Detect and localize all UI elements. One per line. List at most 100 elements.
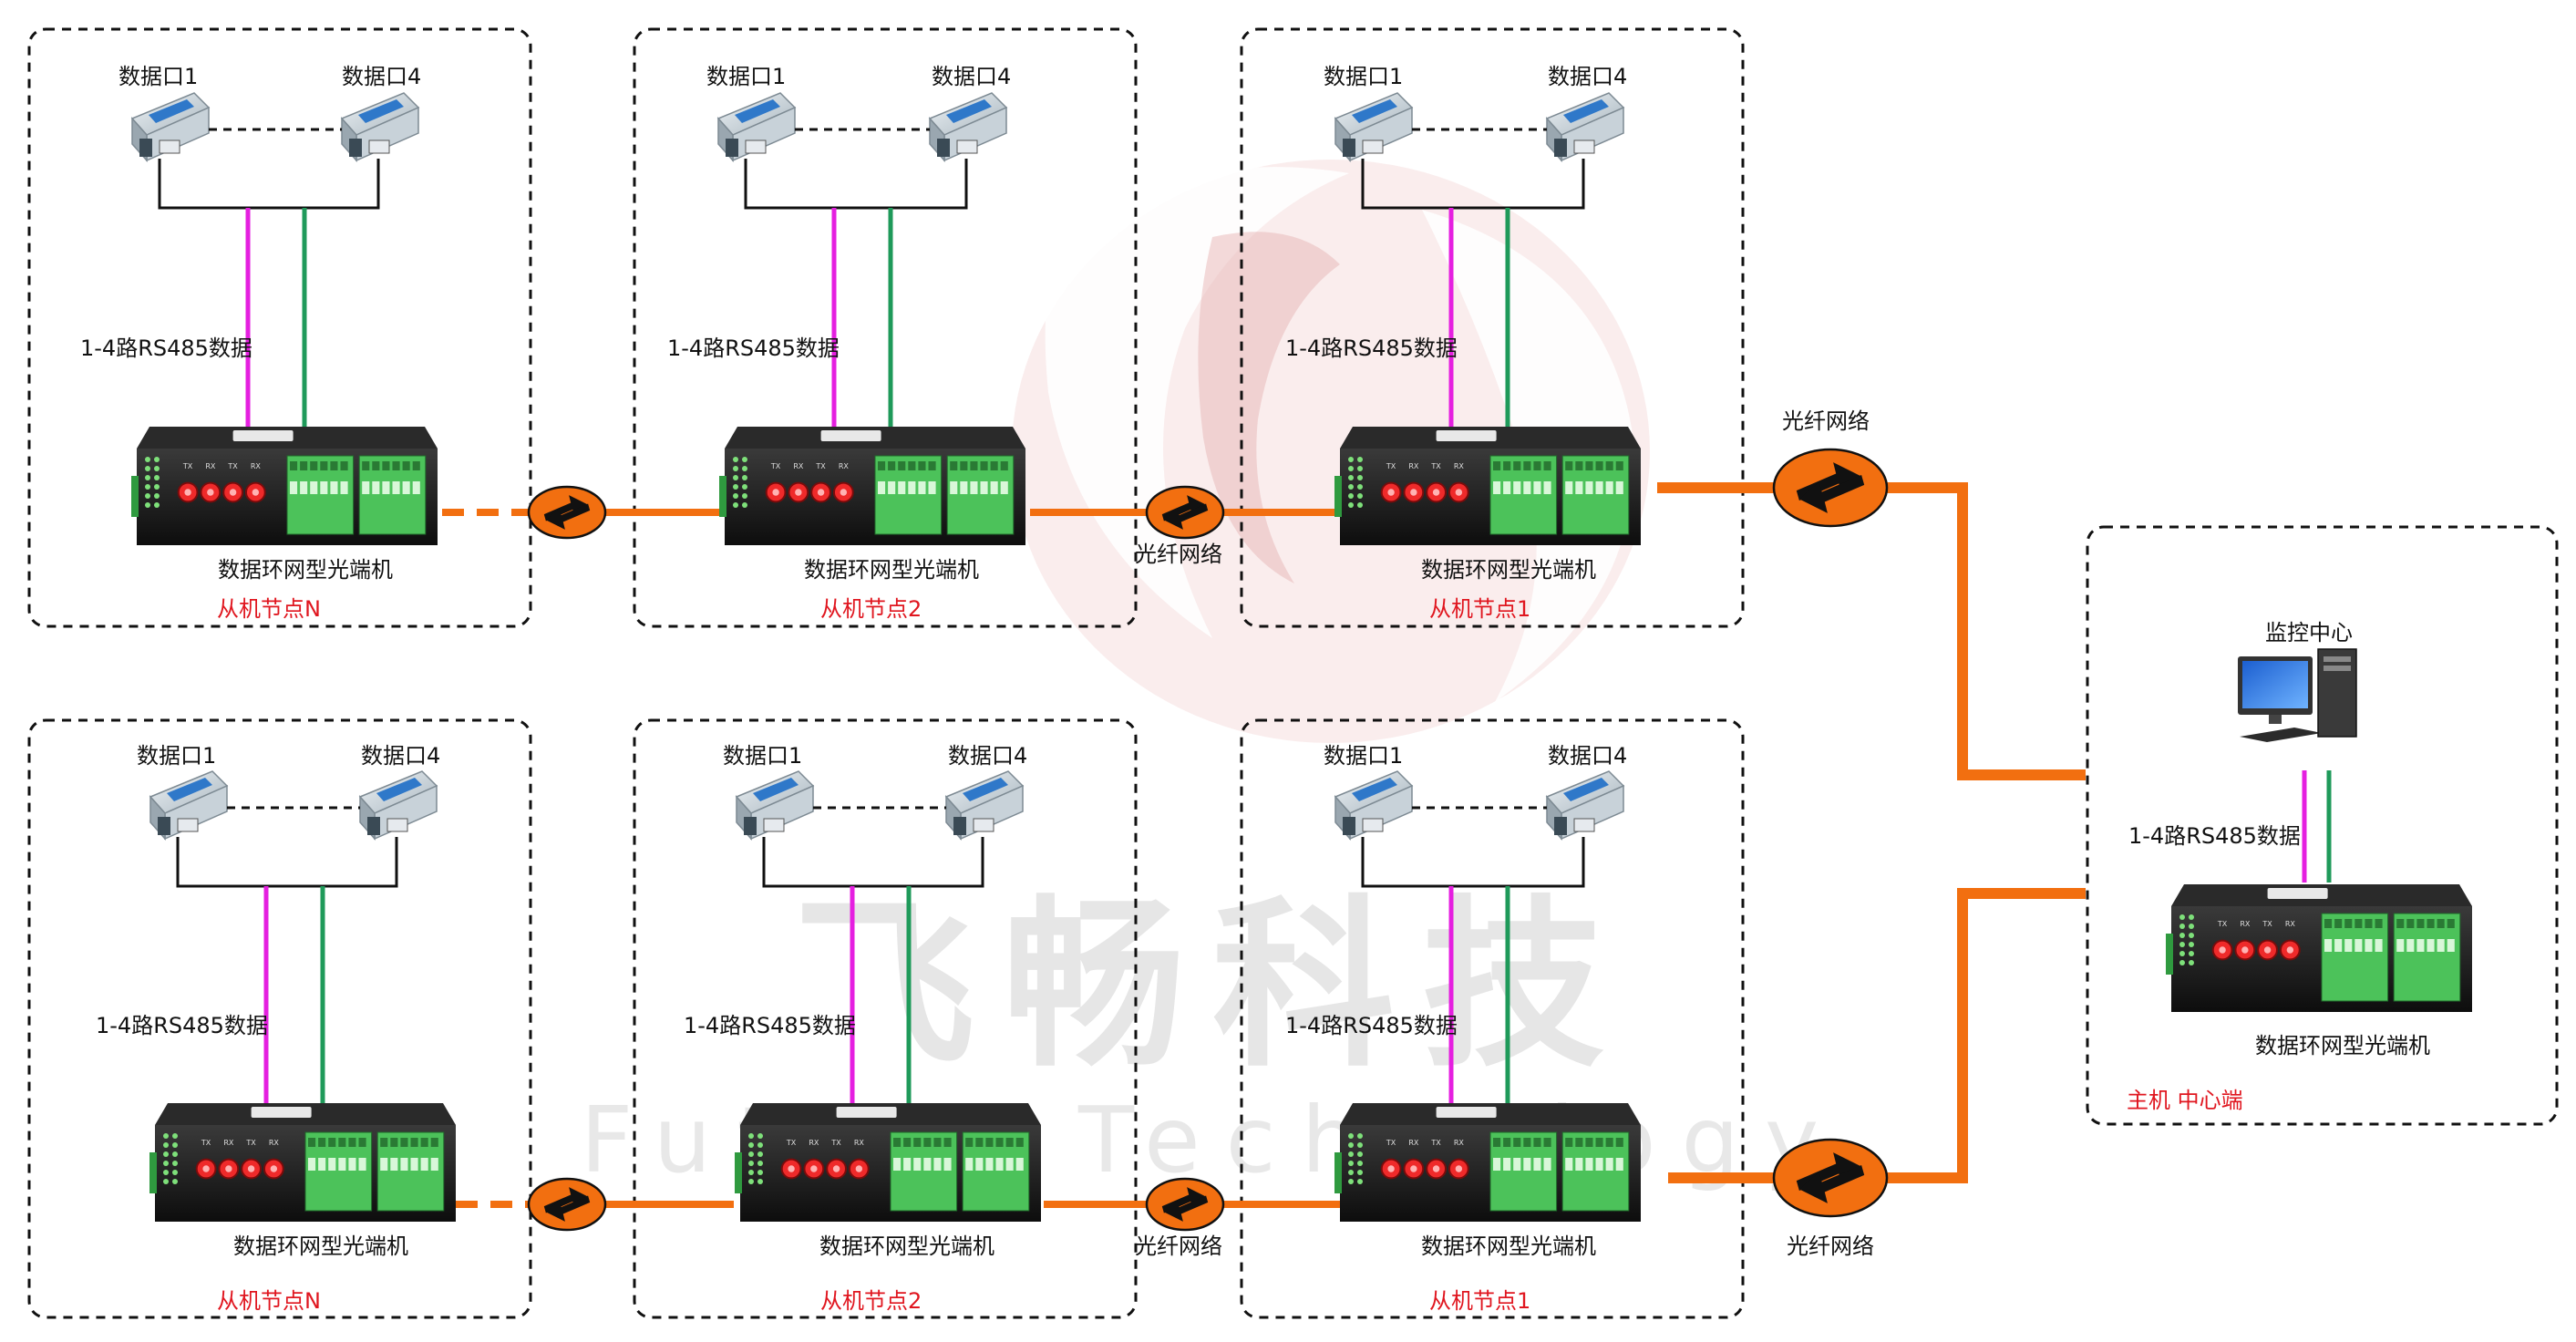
port-label: RX	[839, 462, 850, 470]
terminal-screw	[898, 461, 906, 470]
terminal-slot	[390, 1158, 398, 1171]
terminal-screw	[430, 1138, 438, 1147]
fiber-port-core	[184, 489, 191, 496]
status-led	[1357, 1161, 1363, 1166]
terminal-screw	[1513, 1138, 1521, 1147]
master-label: 主机 中心端	[2127, 1088, 2243, 1113]
port-label: RX	[1454, 462, 1465, 470]
box-top-node-1	[1240, 27, 1745, 628]
status-led	[163, 1170, 169, 1175]
status-led	[742, 466, 747, 471]
terminal-slot	[943, 1158, 952, 1171]
terminal-screw	[1565, 461, 1573, 470]
box-bottom-node-n	[27, 718, 532, 1319]
terminal-slot	[1005, 1158, 1014, 1171]
fiber-port-core	[788, 1165, 795, 1172]
terminal-slot	[1575, 481, 1583, 494]
terminal-screw	[918, 461, 926, 470]
terminal-slot	[380, 1158, 388, 1171]
terminal-screw	[928, 461, 936, 470]
port-label: RX	[269, 1139, 280, 1147]
terminal-slot	[1493, 1158, 1501, 1171]
status-led	[1348, 1151, 1354, 1157]
port-label: TX	[830, 1139, 841, 1147]
data-port-4-label: 数据口4	[948, 743, 1027, 769]
status-led	[145, 475, 150, 480]
fiber-port-core	[1410, 489, 1417, 496]
terminal-screw	[1493, 1138, 1501, 1147]
status-led	[1357, 1151, 1363, 1157]
status-led	[2189, 914, 2194, 920]
fiber-port-core	[1387, 1165, 1395, 1172]
terminal-slot	[985, 1158, 994, 1171]
status-led	[1348, 493, 1354, 499]
fiber-port-core	[772, 489, 779, 496]
data-port-1-label: 数据口1	[706, 64, 786, 89]
terminal-screw	[2427, 919, 2435, 928]
terminal-screw	[410, 1138, 418, 1147]
terminal-slot	[903, 1158, 912, 1171]
terminal-screw	[1605, 461, 1613, 470]
device-name-label: 数据环网型光端机	[218, 557, 393, 583]
terminal-screw	[943, 1138, 952, 1147]
terminal-screw	[1595, 461, 1603, 470]
port-label: RX	[2285, 920, 2296, 928]
node-label: 从机节点1	[1429, 1288, 1530, 1314]
data-port-4-label: 数据口4	[342, 64, 421, 89]
status-led	[1357, 1170, 1363, 1175]
port-label: RX	[2240, 920, 2251, 928]
terminal-screw	[308, 1138, 316, 1147]
terminal-slot	[980, 481, 988, 494]
status-led	[742, 457, 747, 462]
fiber-port-core	[207, 489, 214, 496]
terminal-screw	[310, 461, 318, 470]
status-led	[163, 1161, 169, 1166]
port-label: RX	[1408, 462, 1419, 470]
terminal-screw	[2365, 919, 2373, 928]
status-led	[145, 457, 150, 462]
power-connector	[2166, 934, 2173, 975]
bus-line	[1361, 159, 1585, 210]
serial-converter-icon	[1334, 770, 1414, 841]
terminal-slot	[970, 481, 978, 494]
terminal-screw	[965, 1138, 974, 1147]
terminal-screw	[970, 461, 978, 470]
bus-line	[1361, 837, 1585, 888]
pc-tower	[2317, 648, 2357, 738]
power-connector	[131, 476, 139, 517]
terminal-slot	[898, 481, 906, 494]
terminal-slot	[1543, 1158, 1551, 1171]
terminal-slot	[340, 481, 348, 494]
terminal-screw	[348, 1138, 356, 1147]
status-led	[154, 493, 160, 499]
status-led	[2179, 924, 2185, 929]
terminal-slot	[382, 481, 390, 494]
terminal-slot	[893, 1158, 902, 1171]
data-port-1-label: 数据口1	[723, 743, 802, 769]
node-label: 从机节点N	[217, 1288, 321, 1314]
port-label: RX	[809, 1139, 819, 1147]
bus-line	[158, 159, 380, 210]
serial-converter-icon	[928, 92, 1008, 162]
status-led	[163, 1133, 169, 1139]
port-label: TX	[1430, 462, 1441, 470]
terminal-slot	[348, 1158, 356, 1171]
status-led	[742, 484, 747, 490]
computer-icon	[2238, 648, 2357, 742]
terminal-slot	[1503, 1158, 1511, 1171]
terminal-slot	[1565, 481, 1573, 494]
terminal-screw	[1503, 1138, 1511, 1147]
terminal-screw	[402, 461, 410, 470]
terminal-screw	[960, 461, 968, 470]
fiber-router-icon	[1772, 1138, 1889, 1218]
fiber-port-core	[832, 1165, 840, 1172]
terminal-screw	[903, 1138, 912, 1147]
status-led	[1348, 1179, 1354, 1184]
bus-line	[744, 159, 968, 210]
data-port-4-label: 数据口4	[1548, 64, 1627, 89]
terminal-screw	[990, 461, 998, 470]
keyboard	[2240, 728, 2322, 742]
